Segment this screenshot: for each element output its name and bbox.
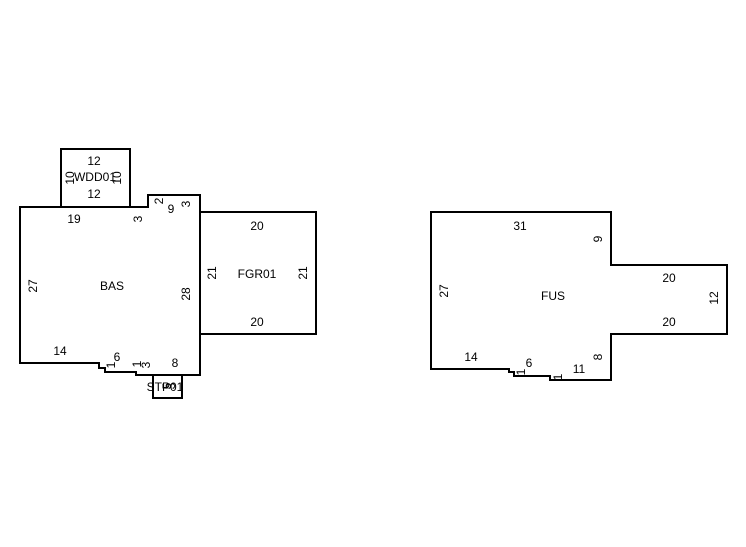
area-stp01: STP01 5 3 [147, 375, 184, 399]
fgr01-left-dimension: 21 [205, 266, 219, 280]
fus-name: FUS [541, 289, 565, 303]
fus-bottom-right-dimension: 11 [573, 362, 586, 376]
bas-step-c-dimension: 3 [139, 361, 153, 368]
bas-notch-d-dimension: 3 [179, 200, 193, 207]
area-fgr01: 20 21 FGR01 21 20 [199, 211, 317, 335]
fgr01-outline [199, 211, 317, 335]
area-bas: 19 3 2 9 3 BAS 27 28 14 1 6 1 3 8 [19, 194, 201, 376]
bas-right-dimension: 28 [179, 287, 193, 301]
stp01-outline [152, 375, 183, 399]
bas-name: BAS [100, 279, 124, 293]
bas-top-dimension: 19 [67, 212, 81, 226]
area-wdd01: 12 WDD01 10 10 12 [60, 148, 131, 207]
fus-notch-right-dimension: 9 [591, 235, 605, 242]
fus-top-dimension: 31 [513, 219, 527, 233]
fgr01-name: FGR01 [238, 267, 277, 281]
fus-bottom-mid-dimension: 6 [526, 356, 533, 370]
wdd01-right-dimension: 10 [110, 171, 124, 185]
fus-bottom-left-dimension: 14 [464, 350, 478, 364]
wdd01-name: WDD01 [74, 170, 116, 184]
fus-wing-right-dimension: 12 [707, 291, 721, 305]
fus-outline [430, 211, 728, 381]
stp01-name: STP01 [147, 380, 184, 394]
bas-outline [19, 194, 201, 376]
stp01-dimension-b: 3 [164, 382, 178, 389]
wdd01-bottom-dimension: 12 [87, 187, 101, 201]
fus-wing-top-dimension: 20 [662, 271, 676, 285]
bas-notch-a-dimension: 3 [131, 215, 145, 222]
bas-step-b-dimension: 1 [130, 360, 144, 367]
fus-wing-bottom-dimension: 20 [662, 315, 676, 329]
wdd01-top-dimension: 12 [87, 154, 101, 168]
wdd01-left-dimension: 10 [63, 171, 77, 185]
bas-bottom-mid-dimension: 6 [114, 350, 121, 364]
bas-bottom-right-dimension: 8 [172, 356, 179, 370]
fus-step-a-dimension: 1 [514, 368, 528, 375]
bas-bottom-left-dimension: 14 [53, 344, 67, 358]
area-fus: 31 9 20 12 20 FUS 27 8 14 1 6 1 11 [430, 211, 728, 381]
stp01-dimension-a: 5 [160, 382, 174, 389]
bas-left-dimension: 27 [26, 279, 40, 293]
bas-step-a-dimension: 1 [104, 361, 118, 368]
fgr01-right-dimension: 21 [296, 266, 310, 280]
bas-notch-b-dimension: 2 [152, 197, 166, 204]
wdd01-outline [60, 148, 131, 207]
fgr01-top-dimension: 20 [250, 219, 264, 233]
fus-lower-right-dimension: 8 [591, 353, 605, 360]
fus-step-b-dimension: 1 [551, 373, 565, 380]
bas-notch-c-dimension: 9 [168, 202, 175, 216]
fgr01-bottom-dimension: 20 [250, 315, 264, 329]
fus-left-dimension: 27 [437, 284, 451, 298]
